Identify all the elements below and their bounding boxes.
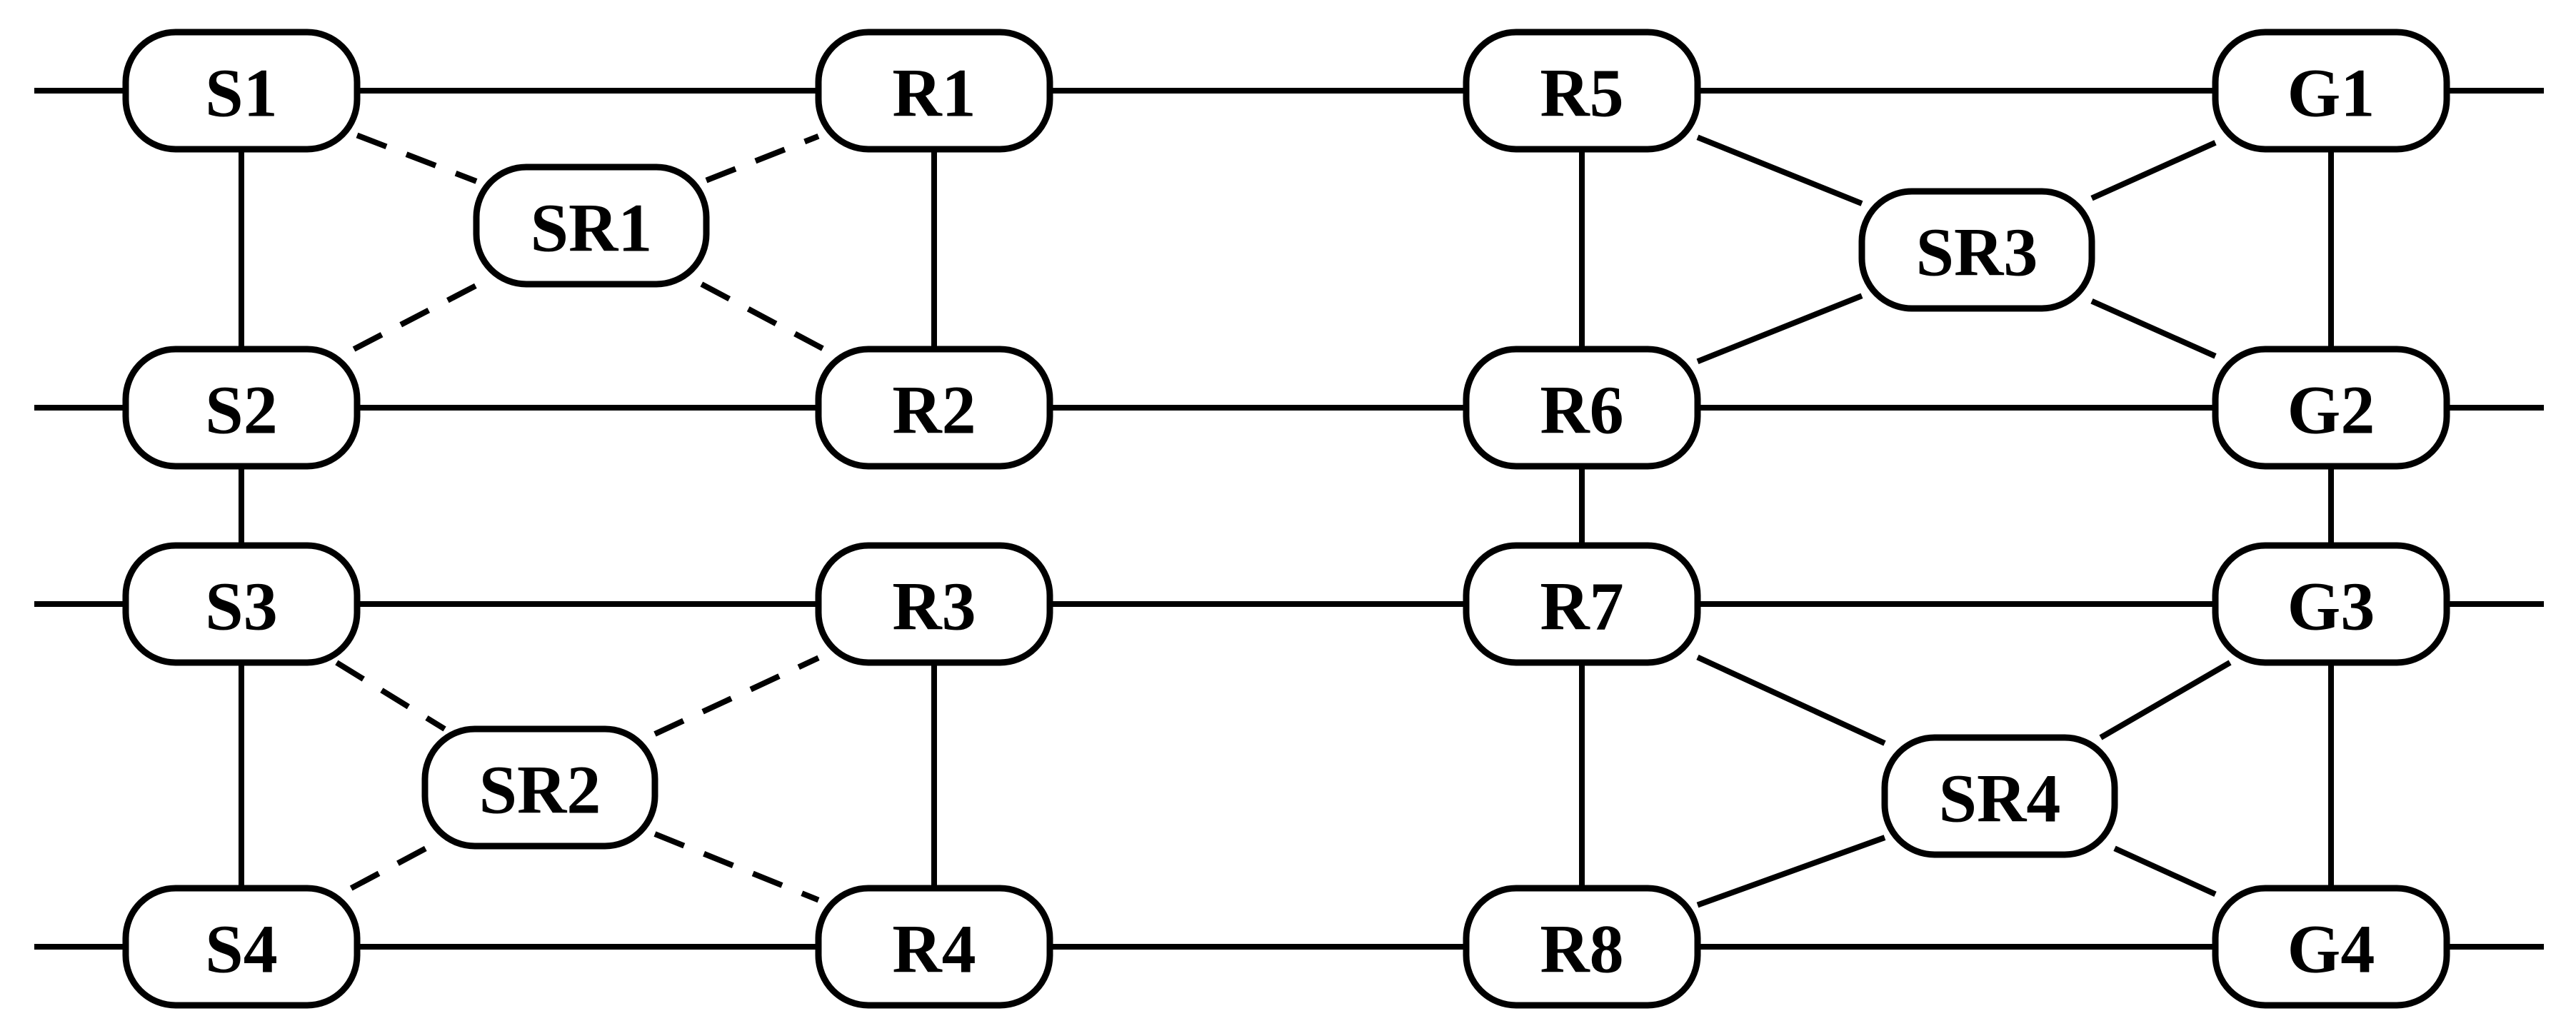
node-label-sr3: SR3 xyxy=(1916,214,2038,291)
node-label-g1: G1 xyxy=(2287,55,2375,131)
node-shape-g4 xyxy=(2212,885,2450,1009)
node-shape-r5 xyxy=(1463,29,1701,153)
node-label-s1: S1 xyxy=(205,55,277,131)
edge-layer xyxy=(239,88,2334,950)
node-r1[interactable]: R1 xyxy=(815,29,1053,153)
node-shape-g3 xyxy=(2212,542,2450,666)
node-shape-r3 xyxy=(815,542,1053,666)
node-shape-s4 xyxy=(122,885,361,1009)
node-shape-sr2 xyxy=(421,725,658,850)
node-g2[interactable]: G2 xyxy=(2212,346,2450,470)
node-label-r4: R4 xyxy=(892,911,976,987)
node-label-r8: R8 xyxy=(1540,911,1623,987)
node-shape-s3 xyxy=(122,542,361,666)
node-g1[interactable]: G1 xyxy=(2212,29,2450,153)
node-sr1[interactable]: SR1 xyxy=(473,164,710,288)
node-shape-sr1 xyxy=(473,164,710,288)
node-label-g3: G3 xyxy=(2287,568,2375,645)
edge-r7-sr4[interactable] xyxy=(1696,654,1886,746)
node-label-sr4: SR4 xyxy=(1939,760,2061,837)
edge-sr2-r3[interactable] xyxy=(653,655,820,737)
edge-sr4-g4[interactable] xyxy=(2113,845,2217,897)
edge-s2-sr1[interactable] xyxy=(352,281,481,352)
node-r2[interactable]: R2 xyxy=(815,346,1053,470)
edge-s3-sr2[interactable] xyxy=(335,660,446,732)
node-label-r5: R5 xyxy=(1540,55,1623,131)
node-label-g2: G2 xyxy=(2287,372,2375,448)
node-g4[interactable]: G4 xyxy=(2212,885,2450,1009)
node-shape-r7 xyxy=(1463,542,1701,666)
node-label-s3: S3 xyxy=(205,568,277,645)
node-s3[interactable]: S3 xyxy=(122,542,361,666)
node-shape-r1 xyxy=(815,29,1053,153)
node-shape-sr4 xyxy=(1881,734,2118,858)
edge-sr4-g3[interactable] xyxy=(2099,660,2232,740)
node-shape-g2 xyxy=(2212,346,2450,470)
node-r3[interactable]: R3 xyxy=(815,542,1053,666)
edge-r5-sr3[interactable] xyxy=(1696,134,1863,206)
node-label-s4: S4 xyxy=(205,911,277,987)
node-label-r7: R7 xyxy=(1540,568,1623,645)
node-r5[interactable]: R5 xyxy=(1463,29,1701,153)
node-sr3[interactable]: SR3 xyxy=(1858,188,2095,312)
node-g3[interactable]: G3 xyxy=(2212,542,2450,666)
stub-line-layer xyxy=(34,88,2544,950)
node-s1[interactable]: S1 xyxy=(122,29,361,153)
node-label-r3: R3 xyxy=(892,568,976,645)
node-shape-r6 xyxy=(1463,346,1701,470)
node-sr4[interactable]: SR4 xyxy=(1881,734,2118,858)
edge-r6-sr3[interactable] xyxy=(1696,293,1863,364)
edge-sr3-g2[interactable] xyxy=(2090,298,2217,359)
node-label-r2: R2 xyxy=(892,372,976,448)
node-label-s2: S2 xyxy=(205,372,277,448)
node-r8[interactable]: R8 xyxy=(1463,885,1701,1009)
node-label-r1: R1 xyxy=(892,55,976,131)
node-s4[interactable]: S4 xyxy=(122,885,361,1009)
node-label-g4: G4 xyxy=(2287,911,2375,987)
node-shape-r8 xyxy=(1463,885,1701,1009)
node-shape-s1 xyxy=(122,29,361,153)
edge-sr1-r1[interactable] xyxy=(705,134,820,183)
node-shape-sr3 xyxy=(1858,188,2095,312)
node-shape-g1 xyxy=(2212,29,2450,153)
edge-sr2-r4[interactable] xyxy=(653,831,820,903)
node-shape-s2 xyxy=(122,346,361,470)
node-label-sr2: SR2 xyxy=(479,752,601,828)
node-shape-r2 xyxy=(815,346,1053,470)
edge-s1-sr1[interactable] xyxy=(356,132,478,184)
edge-s4-sr2[interactable] xyxy=(349,843,432,891)
node-r4[interactable]: R4 xyxy=(815,885,1053,1009)
edge-r8-sr4[interactable] xyxy=(1696,835,1886,908)
node-sr2[interactable]: SR2 xyxy=(421,725,658,850)
node-label-sr1: SR1 xyxy=(531,190,653,266)
node-label-r6: R6 xyxy=(1540,372,1623,448)
node-r6[interactable]: R6 xyxy=(1463,346,1701,470)
node-s2[interactable]: S2 xyxy=(122,346,361,470)
node-r7[interactable]: R7 xyxy=(1463,542,1701,666)
edge-sr1-r2[interactable] xyxy=(700,281,826,352)
edge-sr3-g1[interactable] xyxy=(2090,140,2217,201)
node-shape-r4 xyxy=(815,885,1053,1009)
